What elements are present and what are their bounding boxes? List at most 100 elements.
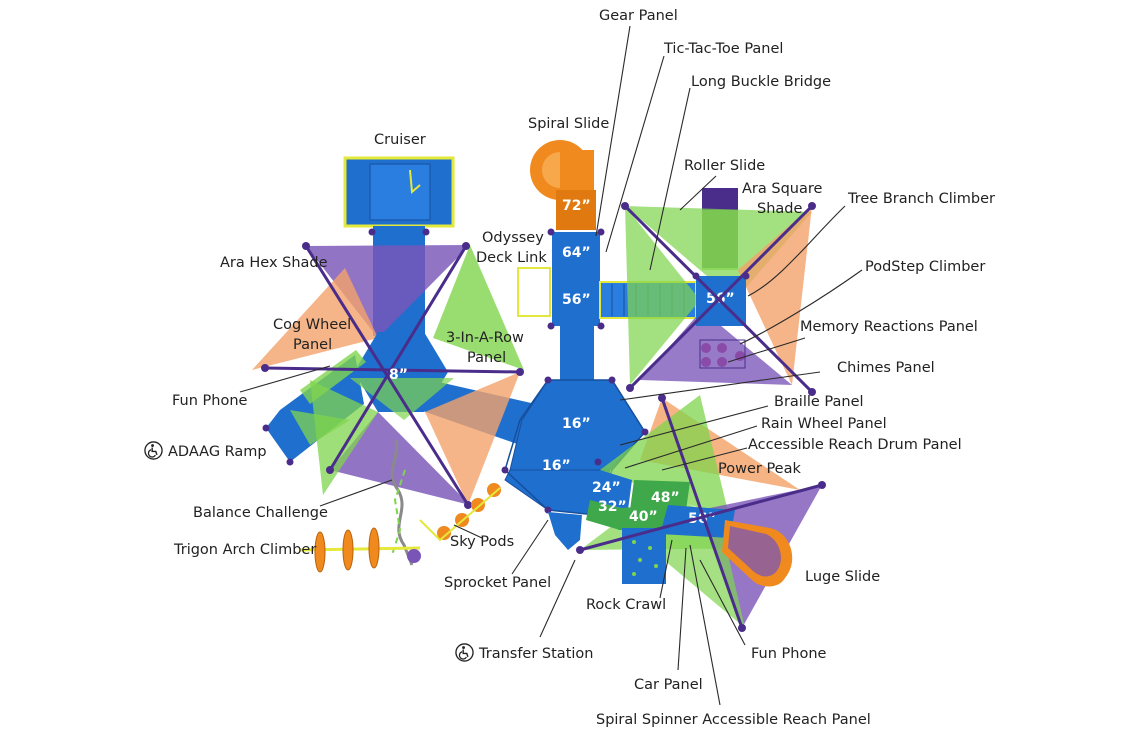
label-3-in-a-row-panel-line2: Panel xyxy=(467,350,506,366)
label-roller-slide: Roller Slide xyxy=(684,158,765,174)
shade-frame xyxy=(328,245,468,471)
post xyxy=(608,376,616,384)
height-72-label: 72” xyxy=(562,198,591,214)
post xyxy=(641,428,649,436)
trigon-arch-post xyxy=(407,549,421,563)
label-long-buckle-bridge: Long Buckle Bridge xyxy=(691,74,831,90)
post xyxy=(621,202,629,210)
shade-frame xyxy=(264,366,521,374)
label-3-in-a-row-panel-line1: 3-In-A-Row xyxy=(446,330,524,346)
power-peak-sail xyxy=(600,395,730,520)
post xyxy=(576,546,584,554)
label-sky-pods: Sky Pods xyxy=(450,534,514,550)
sky-pod xyxy=(487,483,501,497)
label-cog-wheel-panel-line2: Panel xyxy=(293,337,332,353)
post xyxy=(597,228,605,236)
height-24-label: 24” xyxy=(592,480,621,496)
label-podstep-climber: PodStep Climber xyxy=(865,259,985,275)
label-tree-branch-climber: Tree Branch Climber xyxy=(847,191,995,207)
label-power-peak: Power Peak xyxy=(718,461,801,477)
cruiser-steering-mark xyxy=(409,169,421,195)
height-16-lower-label: 16” xyxy=(542,458,571,474)
label-sprocket-panel: Sprocket Panel xyxy=(444,575,551,591)
label-cruiser: Cruiser xyxy=(374,132,426,148)
post xyxy=(808,202,816,210)
shade-sail xyxy=(330,412,470,505)
label-rock-crawl: Rock Crawl xyxy=(586,597,666,613)
sky-pod xyxy=(437,526,451,540)
post xyxy=(692,272,700,280)
post xyxy=(368,228,376,236)
shade-frame xyxy=(628,204,814,390)
deck-56in-center xyxy=(552,278,600,326)
deck-24in xyxy=(590,470,632,510)
cruiser-roof-detail xyxy=(369,163,431,221)
deck-72in xyxy=(556,190,596,230)
shade-frame xyxy=(304,245,470,506)
label-odyssey-deck-link-line1: Odyssey xyxy=(482,230,544,246)
label-accessible-reach-drum-panel: Accessible Reach Drum Panel xyxy=(748,437,962,453)
label-transfer-station: Transfer Station xyxy=(478,646,593,662)
podstep-climber xyxy=(701,343,745,367)
height-16-upper-label: 16” xyxy=(562,416,591,432)
shade-sail xyxy=(425,372,520,505)
trigon-arch-rung xyxy=(342,529,354,571)
post xyxy=(658,394,666,402)
label-memory-reactions-panel: Memory Reactions Panel xyxy=(800,319,978,335)
height-32-label: 32” xyxy=(598,499,627,515)
post xyxy=(594,458,602,466)
labels: Gear Panel Tic-Tac-Toe Panel Long Buckle… xyxy=(144,8,995,728)
post xyxy=(597,322,605,330)
shade-sail xyxy=(310,380,378,495)
leader-lines xyxy=(239,25,863,706)
power-peak-sail xyxy=(640,520,745,628)
shade-frame xyxy=(579,483,823,552)
podstep-frame xyxy=(699,339,746,369)
luge-slide-inner xyxy=(728,526,781,577)
post xyxy=(547,322,555,330)
post xyxy=(422,228,430,236)
right-tower-group: 56” xyxy=(621,188,816,396)
height-8-label: 8” xyxy=(389,367,408,383)
label-ara-square-shade-line1: Ara Square xyxy=(742,181,823,197)
label-ara-hex-shade: Ara Hex Shade xyxy=(220,255,328,271)
post xyxy=(738,624,746,632)
deck-64in xyxy=(552,232,600,278)
ara-hex-shade-sail xyxy=(306,245,470,338)
label-balance-challenge: Balance Challenge xyxy=(193,505,328,521)
post xyxy=(544,376,552,384)
post xyxy=(462,242,470,250)
label-gear-panel: Gear Panel xyxy=(599,8,678,24)
balance-challenge-rail xyxy=(391,469,406,556)
ara-hex-shade-sail xyxy=(252,268,378,370)
trigon-arch-rung xyxy=(314,531,326,573)
label-rain-wheel-panel: Rain Wheel Panel xyxy=(761,416,887,432)
post xyxy=(326,466,334,474)
sky-pod xyxy=(471,498,485,512)
label-spiral-slide: Spiral Slide xyxy=(528,116,609,132)
odyssey-deck-link-panel xyxy=(517,267,551,317)
label-adaag-ramp: ADAAG Ramp xyxy=(168,444,267,460)
post xyxy=(544,506,552,514)
deck-40in xyxy=(618,505,668,530)
height-48-label: 48” xyxy=(651,490,680,506)
post xyxy=(626,384,634,392)
ara-square-shade-sail xyxy=(625,206,700,385)
label-cog-wheel-panel-line1: Cog Wheel xyxy=(273,317,351,333)
label-fun-phone-left: Fun Phone xyxy=(172,393,248,409)
post xyxy=(742,272,750,280)
rock-crawl-holds xyxy=(632,540,658,576)
deck-48in xyxy=(630,480,690,510)
post xyxy=(261,364,269,372)
transfer-station-structure xyxy=(548,512,582,550)
wheelchair-icon xyxy=(455,643,474,662)
label-chimes-panel: Chimes Panel xyxy=(837,360,935,376)
label-tic-tac-toe-panel: Tic-Tac-Toe Panel xyxy=(663,41,783,57)
post xyxy=(501,466,509,474)
ara-square-shade-sail xyxy=(738,206,812,385)
label-ara-square-shade-line2: Shade xyxy=(757,201,802,217)
ara-square-shade-sail xyxy=(640,310,792,385)
label-luge-slide: Luge Slide xyxy=(805,569,880,585)
wheelchair-icon xyxy=(144,441,163,460)
